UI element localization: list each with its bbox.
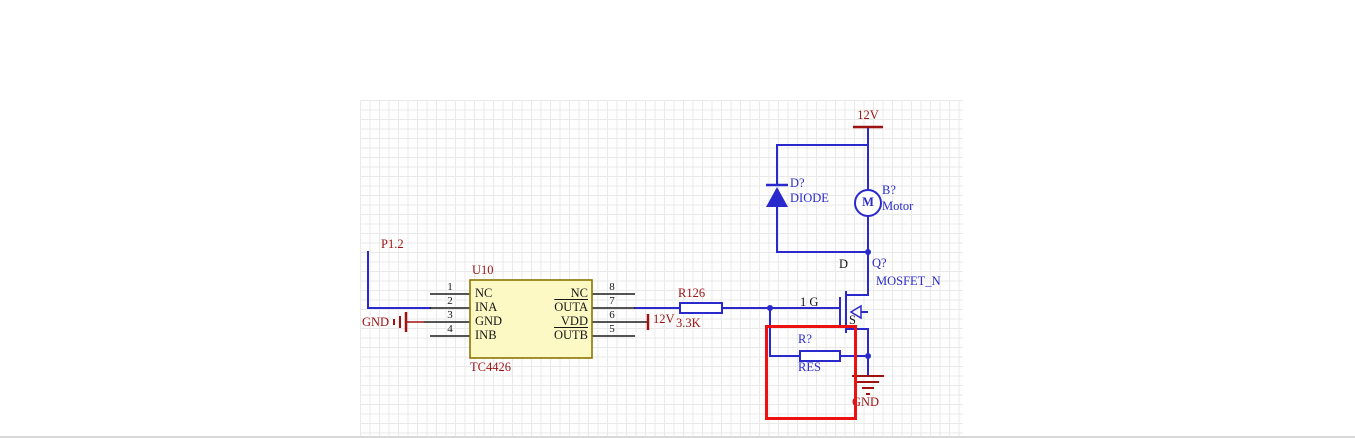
diode-designator: D?: [790, 176, 805, 190]
mosfet-drain-label: D: [839, 257, 849, 271]
ground-symbol-left[interactable]: [393, 312, 424, 332]
ic-pin-number-8: 8: [609, 281, 615, 293]
ic-pin-name-vdd: VDD: [560, 314, 588, 328]
schematic-canvas: P1.2 GND 12V 12V GND U10 TC4426 NC INA G…: [360, 100, 963, 438]
page-bottom-border: [0, 436, 1355, 438]
pulldown-designator: R?: [798, 332, 812, 346]
motor-symbol[interactable]: [854, 189, 882, 217]
schematic-artwork: [367, 125, 884, 395]
highlight-box: [765, 325, 857, 420]
ic-pin-number-6: 6: [609, 309, 615, 321]
power-label-gnd-left: GND: [362, 315, 390, 329]
ic-pin-name-nc-right: NC: [570, 286, 588, 300]
diode-symbol[interactable]: [766, 183, 788, 207]
ic-pin-number-2: 2: [447, 295, 453, 307]
mosfet-designator: Q?: [872, 256, 887, 270]
ic-pin-number-1: 1: [447, 281, 453, 293]
r126-designator: R126: [678, 286, 706, 300]
ground-symbol-bottom[interactable]: [852, 375, 884, 395]
ic-pin-name-nc-left: NC: [475, 286, 493, 300]
ic-pin-name-outb: OUTB: [553, 328, 588, 342]
ic-pin-number-5: 5: [609, 323, 615, 335]
wire-segments[interactable]: [367, 127, 869, 377]
r126-value: 3.3K: [676, 316, 701, 330]
ic-pin-name-inb: INB: [475, 328, 497, 342]
junction-dots: [767, 249, 871, 359]
resistor-pulldown-body[interactable]: [799, 350, 841, 362]
resistor-r126-body[interactable]: [679, 302, 723, 314]
motor-value: Motor: [882, 199, 914, 213]
ic-pin-name-ina: INA: [475, 300, 498, 314]
mosfet-value: MOSFET_N: [876, 274, 941, 288]
motor-letter: M: [862, 195, 874, 209]
ic-pin-name-outa: OUTA: [554, 300, 588, 314]
net-label-p1-2: P1.2: [381, 237, 404, 251]
ic-part-number: TC4426: [470, 360, 511, 374]
diode-value: DIODE: [790, 191, 829, 205]
motor-designator: B?: [882, 183, 896, 197]
ic-designator: U10: [472, 263, 494, 277]
mosfet-source-label: S: [849, 313, 856, 327]
ic-pin-stubs: [424, 293, 647, 337]
mosfet-symbol[interactable]: [839, 291, 868, 333]
ic-pin-number-7: 7: [609, 295, 615, 307]
mosfet-gate-label: 1 G: [800, 295, 819, 309]
power-label-gnd-bottom: GND: [852, 395, 880, 409]
ic-body[interactable]: [469, 279, 593, 359]
pulldown-value: RES: [798, 360, 821, 374]
ic-pin-number-3: 3: [447, 309, 453, 321]
ic-pin-name-gnd: GND: [475, 314, 503, 328]
power-label-12v-top: 12V: [857, 108, 879, 122]
ic-pin-number-4: 4: [447, 323, 453, 335]
power-label-12v-vdd: 12V: [653, 312, 675, 326]
